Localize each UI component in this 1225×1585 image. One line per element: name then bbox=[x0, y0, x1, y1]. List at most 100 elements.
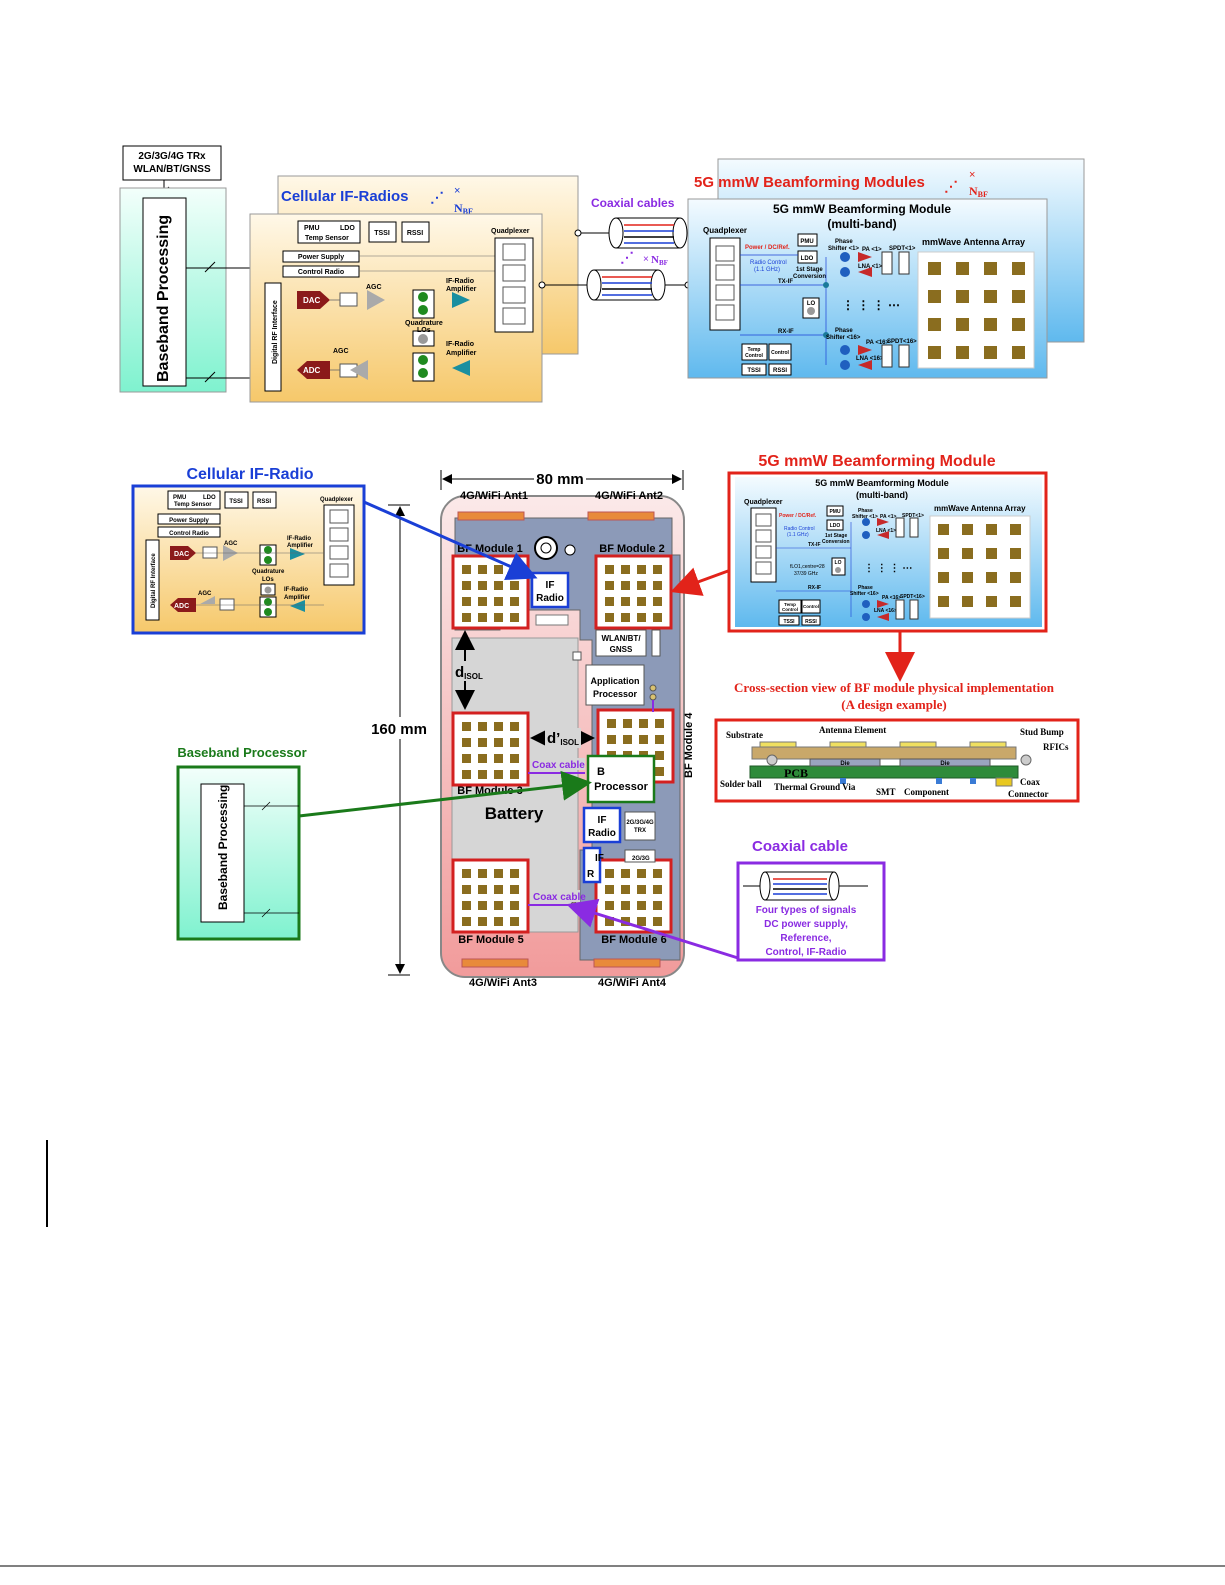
svg-text:37/39 GHz: 37/39 GHz bbox=[794, 571, 818, 577]
svg-text:Processor: Processor bbox=[594, 781, 649, 793]
antenna-patch bbox=[956, 318, 969, 331]
svg-text:mmWave Antenna Array: mmWave Antenna Array bbox=[934, 504, 1026, 513]
svg-text:⋮ ⋮ ⋮ ⋯: ⋮ ⋮ ⋮ ⋯ bbox=[842, 298, 900, 312]
svg-text:BF Module 2: BF Module 2 bbox=[599, 543, 664, 555]
svg-text:SPDT<1>: SPDT<1> bbox=[889, 246, 916, 252]
antenna-patch bbox=[510, 722, 519, 731]
svg-text:Phase: Phase bbox=[858, 585, 873, 591]
trx-label-2: WLAN/BT/GNSS bbox=[133, 164, 211, 175]
svg-text:LOs: LOs bbox=[262, 577, 274, 583]
svg-text:Control: Control bbox=[803, 604, 819, 609]
antenna-patch bbox=[637, 885, 646, 894]
svg-text:5G mmW Beamforming Module: 5G mmW Beamforming Module bbox=[815, 478, 949, 488]
svg-text:Die: Die bbox=[840, 761, 850, 767]
svg-text:2G/3G/4G: 2G/3G/4G bbox=[626, 820, 654, 826]
svg-text:AGC: AGC bbox=[333, 348, 349, 355]
baseband-label: Baseband Processing bbox=[155, 215, 172, 382]
antenna-patch bbox=[621, 613, 630, 622]
antenna-patch bbox=[637, 917, 646, 926]
svg-text:BF Module 6: BF Module 6 bbox=[601, 934, 666, 946]
svg-text:Control: Control bbox=[745, 353, 763, 359]
svg-text:TSSI: TSSI bbox=[747, 368, 761, 374]
antenna-patch bbox=[986, 572, 997, 583]
phone-baseband-processor bbox=[586, 754, 656, 804]
svg-text:Power / DC/Ref.: Power / DC/Ref. bbox=[779, 513, 817, 519]
antenna-patch bbox=[494, 613, 503, 622]
svg-text:⋰: ⋰ bbox=[620, 249, 634, 265]
trx-box bbox=[122, 145, 222, 181]
svg-text:ADC: ADC bbox=[174, 603, 189, 610]
svg-text:IF-Radio: IF-Radio bbox=[446, 341, 474, 348]
antenna-patch bbox=[1012, 290, 1025, 303]
svg-text:BF Module 1: BF Module 1 bbox=[457, 543, 522, 555]
antenna-patch bbox=[494, 597, 503, 606]
antenna-patch bbox=[653, 597, 662, 606]
antenna-patch bbox=[984, 346, 997, 359]
svg-text:RFICs: RFICs bbox=[1043, 742, 1069, 752]
svg-text:AGC: AGC bbox=[366, 284, 382, 291]
antenna-patch bbox=[962, 548, 973, 559]
svg-text:Substrate: Substrate bbox=[726, 730, 763, 740]
svg-text:TSSI: TSSI bbox=[783, 619, 795, 625]
svg-text:PCB: PCB bbox=[784, 766, 808, 780]
svg-text:Quadplexer: Quadplexer bbox=[320, 497, 354, 503]
coaxial-cable-title: Coaxial cable bbox=[752, 838, 848, 855]
svg-text:Radio: Radio bbox=[588, 828, 616, 839]
antenna-patch bbox=[478, 581, 487, 590]
svg-text:ADC: ADC bbox=[303, 366, 321, 375]
antenna-patch bbox=[605, 613, 614, 622]
antenna-patch bbox=[1012, 262, 1025, 275]
svg-text:mmWave Antenna Array: mmWave Antenna Array bbox=[922, 237, 1025, 247]
svg-text:2G/3G: 2G/3G bbox=[632, 856, 650, 862]
svg-text:Power / DC/Ref.: Power / DC/Ref. bbox=[745, 245, 790, 251]
svg-text:TX-IF: TX-IF bbox=[808, 542, 821, 548]
svg-text:TX-IF: TX-IF bbox=[778, 279, 793, 285]
antenna-patch bbox=[1010, 548, 1021, 559]
antenna-patch bbox=[510, 770, 519, 779]
antenna-patch bbox=[478, 901, 487, 910]
svg-text:LNA <1>: LNA <1> bbox=[858, 264, 883, 270]
svg-text:Shifter <1>: Shifter <1> bbox=[828, 246, 860, 252]
antenna-patch bbox=[478, 754, 487, 763]
antenna-patch bbox=[494, 869, 503, 878]
antenna-patch bbox=[462, 613, 471, 622]
antenna-patch bbox=[510, 917, 519, 926]
svg-text:Amplifier: Amplifier bbox=[446, 286, 477, 293]
antenna-patch bbox=[938, 572, 949, 583]
svg-text:BF Module 5: BF Module 5 bbox=[458, 934, 523, 946]
antenna-patch bbox=[984, 262, 997, 275]
svg-text:TSSI: TSSI bbox=[374, 230, 390, 237]
antenna-patch bbox=[478, 885, 487, 894]
antenna-patch bbox=[639, 735, 648, 744]
bottom-diagram: Cellular IF-Radio PMU LDO Temp Sensor TS… bbox=[131, 453, 1080, 989]
antenna-patch bbox=[494, 754, 503, 763]
svg-text:Control Radio: Control Radio bbox=[298, 269, 344, 276]
svg-text:Amplifier: Amplifier bbox=[284, 595, 311, 601]
svg-text:LDO: LDO bbox=[801, 256, 814, 262]
svg-text:Processor: Processor bbox=[593, 689, 638, 699]
svg-text:Control: Control bbox=[782, 607, 798, 612]
antenna-patch bbox=[510, 754, 519, 763]
arrow-coax bbox=[566, 898, 739, 960]
svg-text:Digital RF Interface: Digital RF Interface bbox=[151, 553, 157, 608]
svg-text:Power Supply: Power Supply bbox=[298, 254, 344, 261]
svg-text:PA <1>: PA <1> bbox=[862, 247, 882, 253]
svg-text:Phase: Phase bbox=[858, 508, 873, 514]
svg-text:SPDT<1>: SPDT<1> bbox=[902, 513, 924, 519]
svg-text:TSSI: TSSI bbox=[229, 499, 243, 505]
antenna-patch bbox=[653, 581, 662, 590]
svg-text:IF: IF bbox=[546, 580, 555, 591]
svg-text:RSSI: RSSI bbox=[407, 230, 423, 237]
antenna-patch bbox=[494, 581, 503, 590]
svg-text:LO: LO bbox=[835, 560, 842, 566]
antenna-patch bbox=[637, 597, 646, 606]
svg-text:LOs: LOs bbox=[417, 327, 431, 334]
antenna-patch bbox=[621, 885, 630, 894]
svg-text:IF-Radio: IF-Radio bbox=[287, 536, 311, 542]
bf-modules-title: 5G mmW Beamforming Modules bbox=[694, 174, 925, 191]
antenna-patch bbox=[962, 572, 973, 583]
dac-block bbox=[297, 291, 330, 309]
arrow-if-radio bbox=[363, 500, 538, 581]
times-sign: × bbox=[454, 185, 460, 197]
svg-text:(multi-band): (multi-band) bbox=[827, 217, 896, 231]
